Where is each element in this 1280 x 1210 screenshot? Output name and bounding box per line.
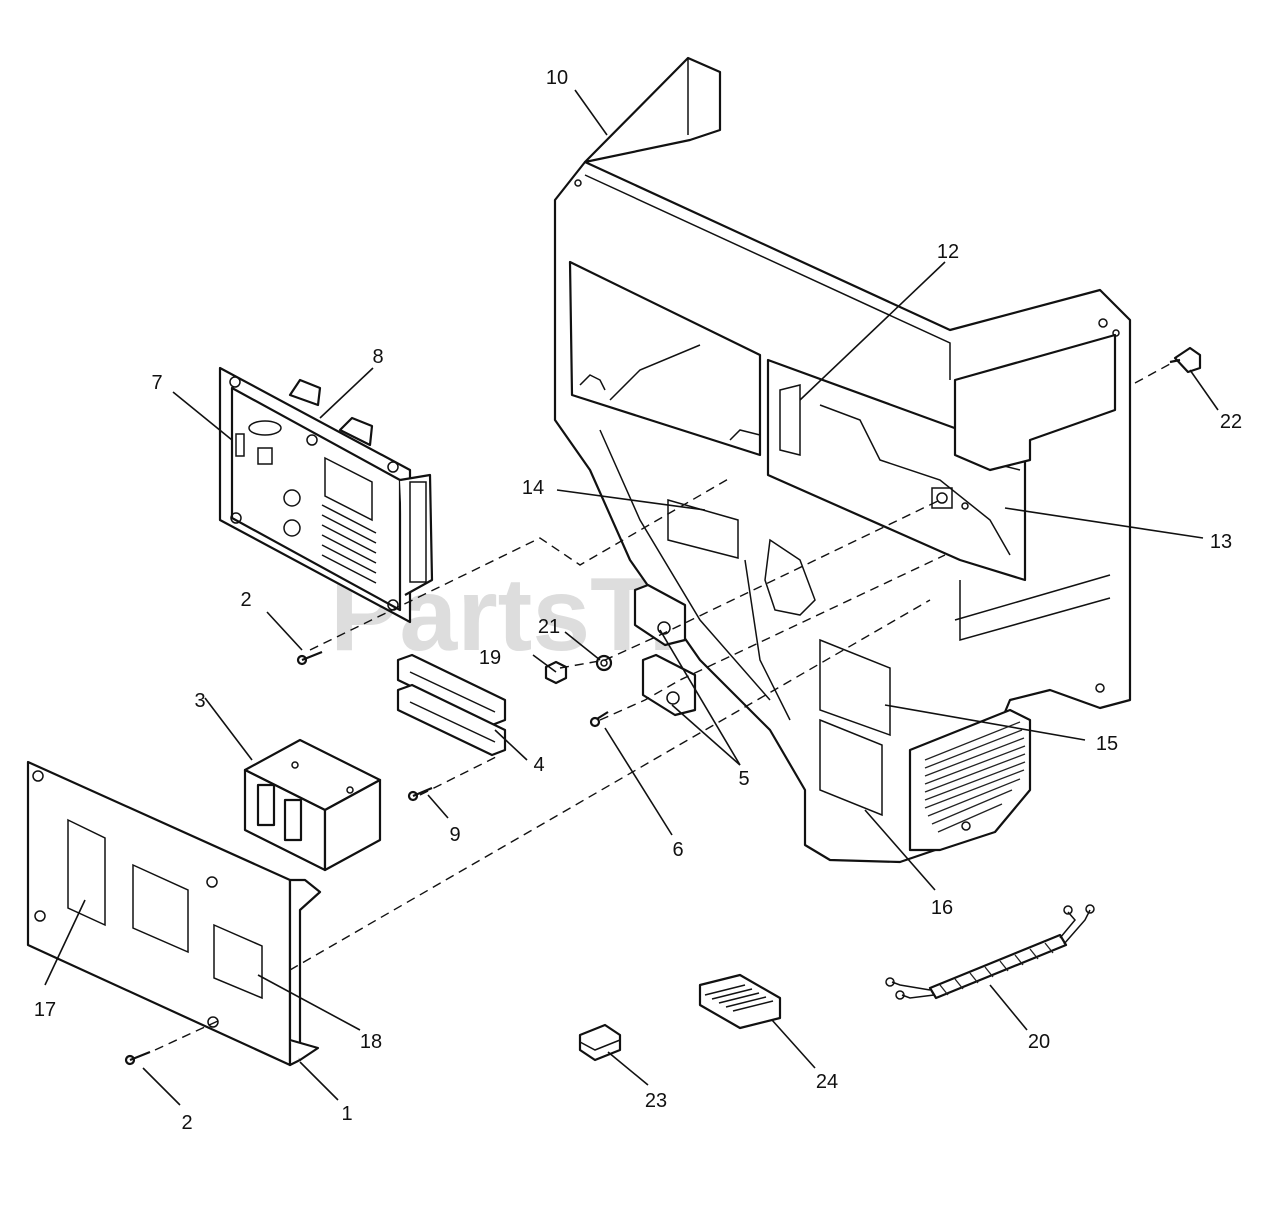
callout-9: 9: [449, 824, 460, 846]
callout-23: 23: [645, 1090, 667, 1112]
part-2-screw-lower[interactable]: [124, 1050, 151, 1066]
callout-8: 8: [372, 346, 383, 368]
part-9-screw[interactable]: [407, 786, 433, 802]
part-19-nut[interactable]: [544, 660, 568, 685]
part-4-bracket[interactable]: [396, 653, 507, 757]
callout-2-lower: 2: [181, 1112, 192, 1134]
callout-6: 6: [672, 839, 683, 861]
callout-7: 7: [151, 372, 162, 394]
part-6-screw[interactable]: [589, 711, 609, 728]
callout-4: 4: [533, 754, 544, 776]
part-8-control-panel[interactable]: [218, 366, 434, 624]
callout-15: 15: [1096, 733, 1118, 755]
part-3-circuit-breaker[interactable]: [243, 738, 382, 872]
callout-14: 14: [522, 477, 544, 499]
callout-22: 22: [1220, 411, 1242, 433]
callout-2-upper: 2: [240, 589, 251, 611]
part-24-terminal-block[interactable]: [698, 973, 782, 1030]
part-5-lugs[interactable]: [633, 583, 697, 717]
callout-20: 20: [1028, 1031, 1050, 1053]
part-23-connector[interactable]: [578, 1023, 622, 1062]
callout-24: 24: [816, 1071, 838, 1093]
part-20-wire-harness[interactable]: [885, 904, 1095, 1000]
part-22-screw[interactable]: [1169, 346, 1202, 374]
leader-lines: [44, 89, 1219, 1106]
callout-12: 12: [937, 241, 959, 263]
callout-16: 16: [931, 897, 953, 919]
callout-21: 21: [538, 616, 560, 638]
part-10-housing[interactable]: [553, 56, 1132, 864]
callout-18: 18: [360, 1031, 382, 1053]
part-1-cover-plate[interactable]: [26, 760, 322, 1067]
callout-1: 1: [341, 1103, 352, 1125]
callout-10: 10: [546, 67, 568, 89]
callout-13: 13: [1210, 531, 1232, 553]
callout-17: 17: [34, 999, 56, 1021]
callout-5: 5: [738, 768, 749, 790]
assembly-lines: [154, 363, 1171, 1051]
callout-19: 19: [479, 647, 501, 669]
callout-3: 3: [194, 690, 205, 712]
callout-labels: 10 12 22 13 14 15 16 7 8 2 21 19 3 4 5 9…: [34, 67, 1242, 1134]
part-2-screw-upper[interactable]: [296, 650, 323, 666]
